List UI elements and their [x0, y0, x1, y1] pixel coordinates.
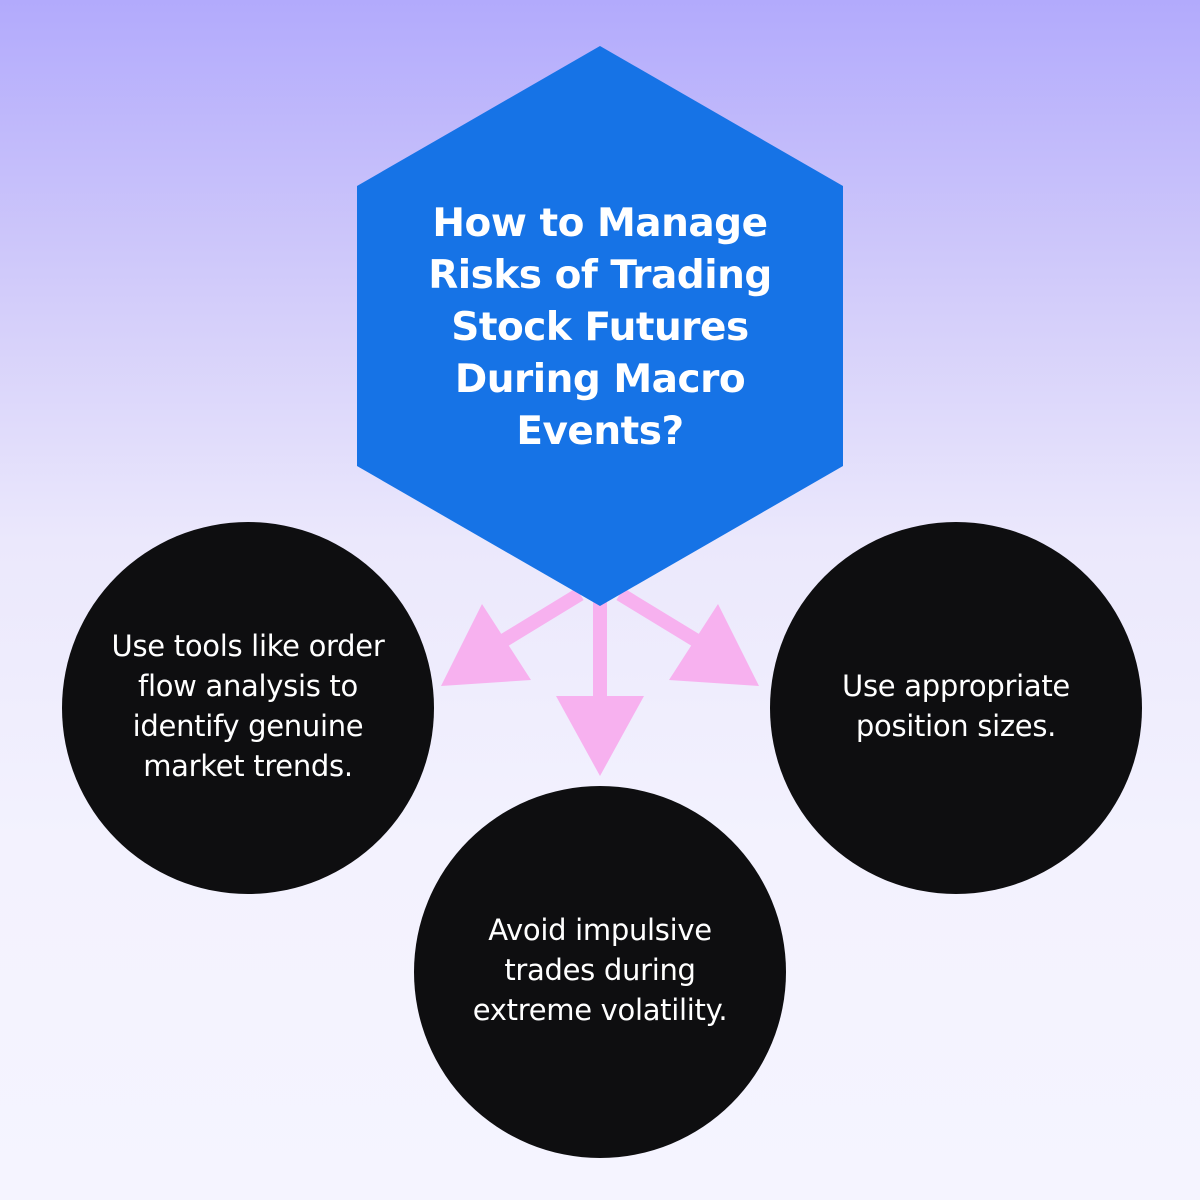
- bottom-circle: [414, 786, 786, 1158]
- center-title-line: How to Manage: [432, 201, 768, 246]
- left-text-line: market trends.: [143, 749, 353, 783]
- center-title: How to Manage Risks of Trading Stock Fut…: [400, 198, 800, 458]
- right-circle-text: Use appropriate position sizes.: [800, 666, 1112, 746]
- center-title-line: Stock Futures: [451, 305, 749, 350]
- bottom-text-line: Avoid impulsive: [488, 913, 712, 947]
- arrow-left: [441, 588, 584, 686]
- left-text-line: flow analysis to: [138, 669, 358, 703]
- right-circle: [770, 522, 1142, 894]
- arrow-down: [556, 600, 644, 776]
- center-title-line: During Macro: [454, 357, 746, 402]
- center-title-line: Events?: [516, 409, 684, 454]
- left-text-line: Use tools like order: [111, 629, 385, 663]
- left-circle: [62, 522, 434, 894]
- right-text-line: Use appropriate: [842, 669, 1070, 703]
- bottom-text-line: extreme volatility.: [472, 993, 728, 1027]
- right-text-line: position sizes.: [855, 709, 1057, 743]
- arrow-right: [616, 588, 759, 686]
- left-circle-text: Use tools like order flow analysis to id…: [92, 626, 404, 786]
- bottom-circle-text: Avoid impulsive trades during extreme vo…: [444, 910, 756, 1030]
- center-hexagon: [357, 46, 843, 606]
- left-text-line: identify genuine: [132, 709, 364, 743]
- bottom-text-line: trades during: [504, 953, 696, 987]
- center-title-line: Risks of Trading: [428, 253, 772, 298]
